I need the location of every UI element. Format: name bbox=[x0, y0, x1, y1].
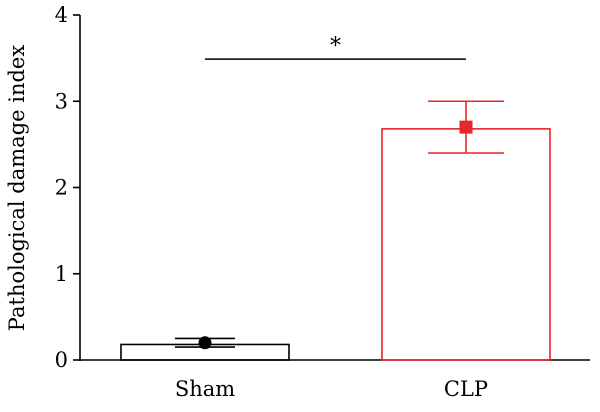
y-tick-label: 2 bbox=[55, 176, 68, 200]
axes bbox=[79, 15, 590, 361]
y-axis-label: Pathological damage index bbox=[5, 45, 29, 332]
point-marker-square bbox=[459, 120, 473, 134]
significance-star: * bbox=[330, 34, 341, 59]
y-ticks: 0 1 2 3 4 bbox=[55, 3, 80, 372]
significance: * bbox=[205, 34, 466, 60]
y-tick-label: 0 bbox=[55, 348, 68, 372]
bar-clp bbox=[381, 128, 551, 361]
x-labels: Sham CLP bbox=[175, 377, 488, 401]
y-tick-label: 3 bbox=[55, 89, 68, 113]
y-tick-label: 4 bbox=[55, 3, 68, 27]
x-tick-label: CLP bbox=[444, 377, 488, 401]
error-bars bbox=[175, 100, 504, 348]
x-tick-label: Sham bbox=[175, 377, 235, 401]
y-tick-label: 1 bbox=[55, 262, 68, 286]
bars bbox=[120, 128, 551, 361]
point-marker-circle bbox=[198, 336, 212, 350]
points bbox=[198, 120, 473, 350]
